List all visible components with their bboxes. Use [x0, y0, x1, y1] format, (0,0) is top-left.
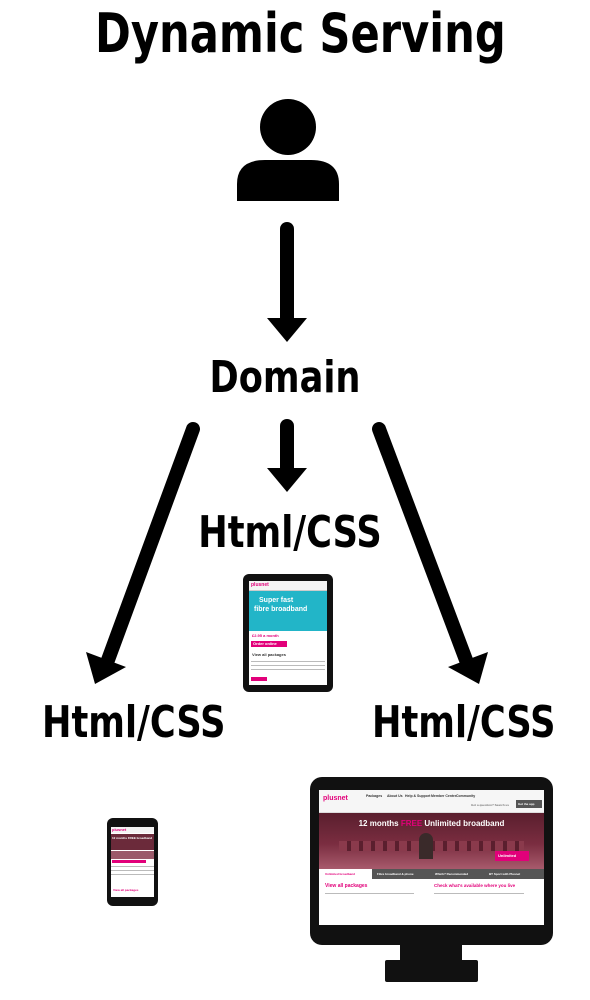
desktop-app-button: Get the app: [516, 800, 542, 808]
desktop-divider: [434, 893, 524, 894]
hero-free: FREE: [400, 819, 423, 828]
tablet-divider: [251, 661, 325, 662]
monitor-stand-neck: [400, 945, 462, 963]
page-title: Dynamic Serving: [95, 2, 506, 65]
desktop-tab: BT Sport with Plusnet: [489, 872, 521, 876]
tablet-divider: [251, 665, 325, 666]
tablet-order-button-label: Order online: [253, 641, 277, 646]
domain-label: Domain: [209, 352, 361, 403]
desktop-search-label: Got a question? Search us: [471, 803, 510, 807]
desktop-tab: Which? Recommended: [435, 872, 469, 876]
tablet-order-button: Order online: [251, 641, 287, 647]
desktop-monitor-icon: plusnet Packages About Us Help & Support…: [310, 777, 553, 945]
tablet-screen: plusnet Super fast fibre broadband £2.95…: [249, 581, 327, 685]
tablet-section-title: View all packages: [252, 652, 286, 657]
hero-suffix: Unlimited broadband: [422, 819, 505, 828]
desktop-tab: Unlimited broadband: [325, 872, 355, 876]
phone-divider: [111, 870, 154, 871]
desktop-nav-item: Member Centre: [431, 794, 457, 798]
desktop-nav-item: About Us: [387, 794, 403, 798]
desktop-hero-person: [419, 833, 433, 859]
phone-site-brand: plusnet: [112, 827, 127, 832]
desktop-nav-item: Community: [456, 794, 476, 798]
desktop-nav-item: Help & Support: [405, 794, 431, 798]
phone-site-header: plusnet: [111, 827, 154, 833]
desktop-site-brand: plusnet: [323, 795, 348, 802]
tablet-hero-line2: fibre broadband: [254, 606, 308, 613]
arrow-down-icon: [267, 222, 307, 342]
tablet-html-css-label: Html/CSS: [198, 507, 382, 558]
phone-link: View all packages: [113, 888, 139, 892]
phone-html-css-label: Html/CSS: [42, 697, 226, 748]
desktop-check-available: Check what's available where you live: [434, 883, 516, 888]
phone-site-image: [111, 851, 154, 859]
hero-prefix: 12 months: [358, 819, 401, 828]
tablet-hero-line1: Super fast: [259, 597, 294, 604]
phone-divider: [111, 874, 154, 875]
tablet-price: £2.95 a month: [252, 633, 279, 638]
desktop-tab: Fibre broadband & phone: [377, 872, 414, 876]
desktop-tab-active: [319, 869, 372, 879]
tablet-footer-bar: [251, 677, 267, 681]
user-icon: [237, 99, 339, 201]
desktop-site-hero: 12 months FREE Unlimited broadband Unlim…: [319, 813, 544, 869]
desktop-screen: plusnet Packages About Us Help & Support…: [319, 790, 544, 925]
phone-screen: plusnet 12 months FREE broadband View al…: [111, 827, 154, 897]
tablet-site-header: plusnet: [249, 581, 327, 591]
phone-site-hero: 12 months FREE broadband: [111, 834, 154, 850]
desktop-divider: [325, 893, 414, 894]
desktop-unlimited-label: Unlimited: [498, 853, 517, 858]
desktop-nav-item: Packages: [366, 794, 383, 798]
arrow-down-right-icon: [372, 422, 488, 684]
arrow-down-icon: [267, 419, 307, 492]
tablet-site-brand: plusnet: [251, 582, 269, 588]
desktop-view-packages: View all packages: [325, 883, 368, 889]
tablet-icon: plusnet Super fast fibre broadband £2.95…: [243, 574, 333, 692]
desktop-hero-heading: 12 months FREE Unlimited broadband: [319, 819, 544, 828]
desktop-tab-bar: Unlimited broadband Fibre broadband & ph…: [319, 869, 544, 879]
desktop-app-button-label: Get the app: [518, 802, 535, 806]
arrow-down-left-icon: [86, 422, 200, 684]
phone-divider: [111, 866, 154, 867]
desktop-site-header: plusnet Packages About Us Help & Support…: [319, 790, 544, 813]
phone-hero-text: 12 months FREE broadband: [112, 836, 153, 840]
phone-site-bar: [112, 860, 146, 863]
tablet-divider: [251, 669, 325, 670]
desktop-unlimited-badge: Unlimited: [495, 851, 529, 861]
phone-icon: plusnet 12 months FREE broadband View al…: [107, 818, 158, 906]
monitor-stand-base: [385, 960, 478, 982]
desktop-html-css-label: Html/CSS: [372, 697, 556, 748]
tablet-site-hero: Super fast fibre broadband: [249, 591, 327, 631]
